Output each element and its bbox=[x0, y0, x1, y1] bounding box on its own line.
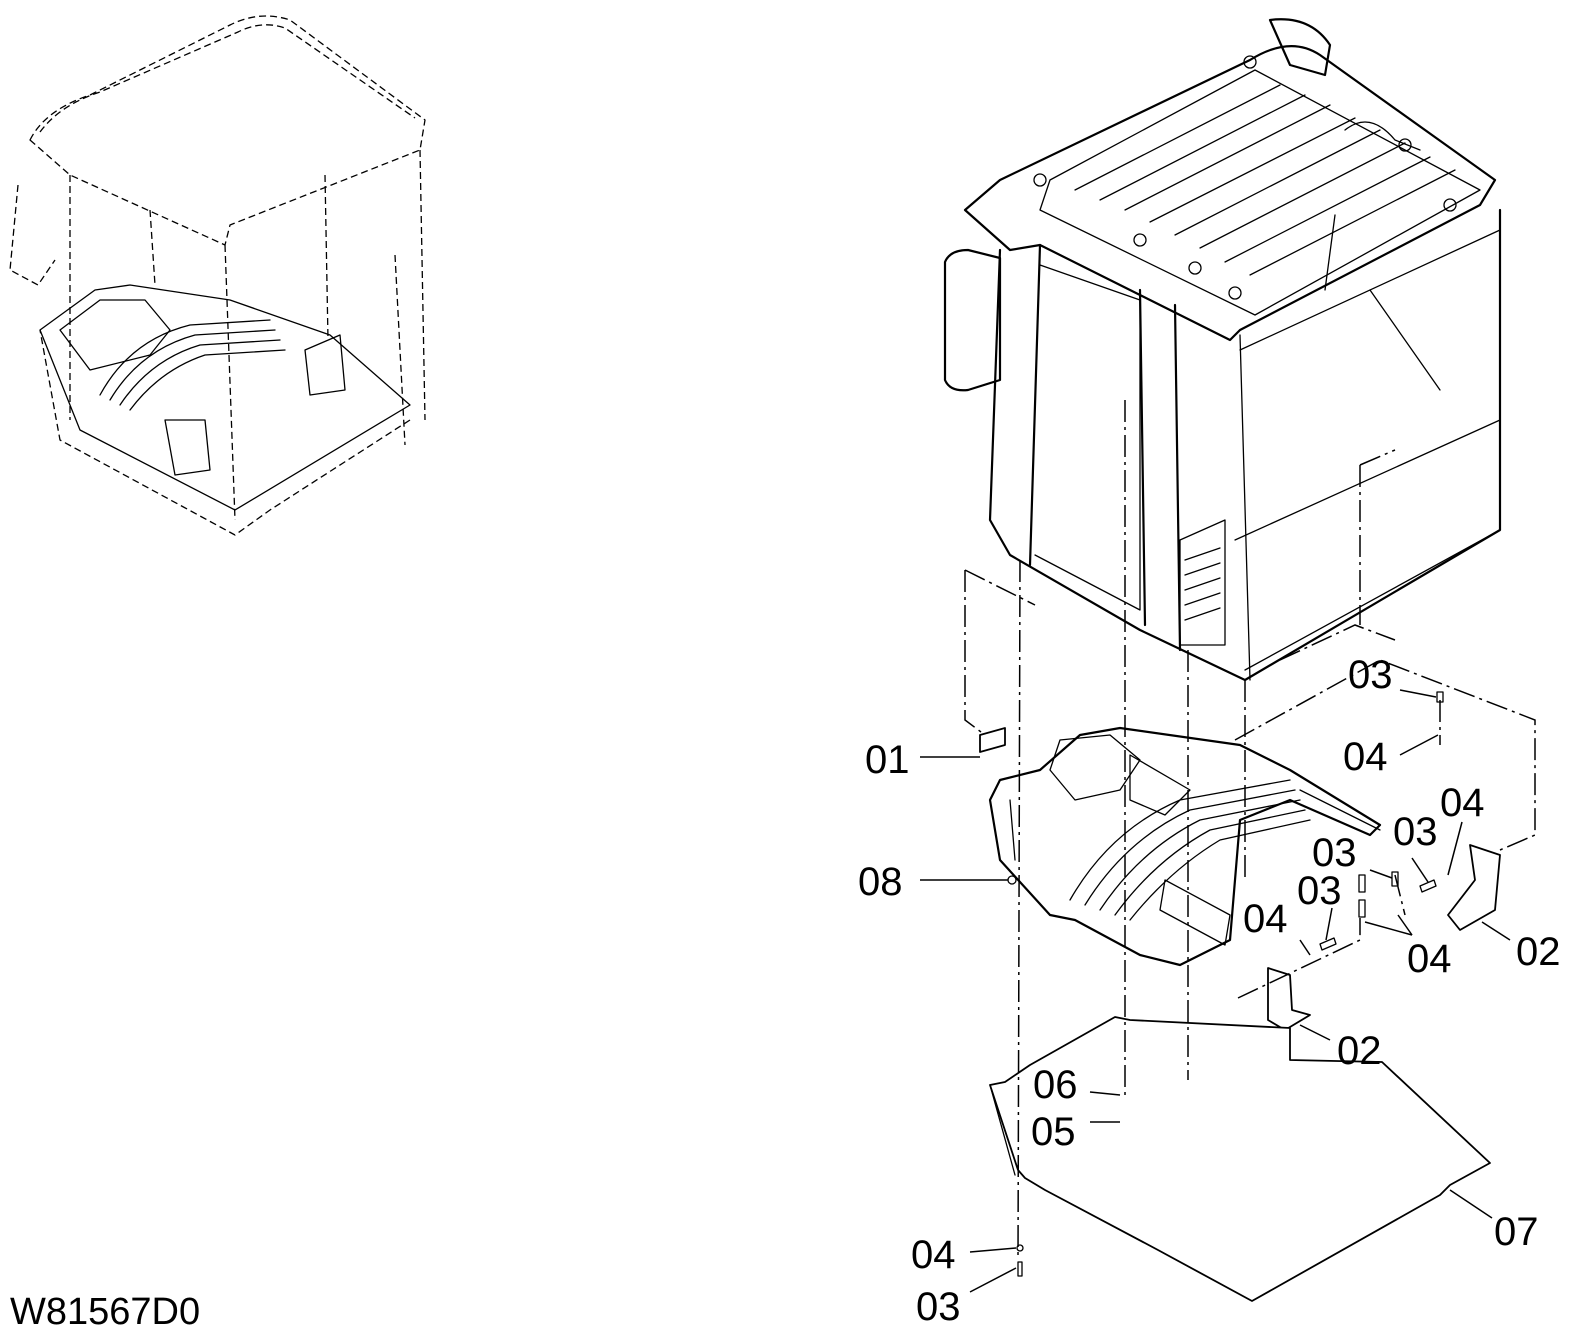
part-04-washer-lower bbox=[1016, 1244, 1024, 1252]
overview-cab-illustration bbox=[9, 15, 426, 536]
leader-lines bbox=[920, 689, 1511, 1293]
callout-05: 05 bbox=[1031, 1110, 1076, 1154]
assembly-lines bbox=[964, 400, 1536, 1259]
callout-04-bottom: 04 bbox=[1407, 937, 1452, 981]
callout-03-mid: 03 bbox=[1312, 831, 1357, 875]
callout-04-left: 04 bbox=[1243, 897, 1288, 941]
callout-04-right: 04 bbox=[1440, 781, 1485, 825]
callout-03-lower: 03 bbox=[1297, 869, 1342, 913]
callout-03-right: 03 bbox=[1393, 810, 1438, 854]
part-08-grommet bbox=[1007, 875, 1017, 885]
callout-07: 07 bbox=[1494, 1210, 1539, 1254]
part-03-bolt-b bbox=[1419, 879, 1437, 893]
part-02-bracket-center bbox=[1267, 967, 1311, 1031]
part-02-bracket-right bbox=[1447, 844, 1501, 931]
callout-labels: 01 08 03 04 04 03 03 03 04 04 02 02 06 0… bbox=[858, 653, 1561, 1329]
callout-08: 08 bbox=[858, 860, 903, 904]
callout-06: 06 bbox=[1033, 1063, 1078, 1107]
floor-console bbox=[988, 726, 1382, 967]
callout-01: 01 bbox=[865, 738, 910, 782]
callout-04-floor: 04 bbox=[911, 1233, 956, 1277]
part-01-label-plate bbox=[979, 727, 1006, 753]
part-03-bolt-upper bbox=[1436, 691, 1444, 703]
part-03-bolt-c bbox=[1319, 937, 1337, 951]
callout-03-floor: 03 bbox=[916, 1285, 961, 1329]
part-03-bolt-lower bbox=[1017, 1261, 1023, 1277]
callout-03-top: 03 bbox=[1348, 653, 1393, 697]
callout-04-top: 04 bbox=[1343, 735, 1388, 779]
part-04-spacer-b bbox=[1358, 899, 1366, 918]
callout-02-right: 02 bbox=[1516, 930, 1561, 974]
part-07-floor-mat bbox=[989, 1016, 1491, 1302]
drawing-id: W81567D0 bbox=[10, 1291, 200, 1333]
callout-02-center: 02 bbox=[1337, 1029, 1382, 1073]
part-04-spacer-a bbox=[1358, 874, 1366, 893]
cab-assembly bbox=[943, 18, 1502, 682]
